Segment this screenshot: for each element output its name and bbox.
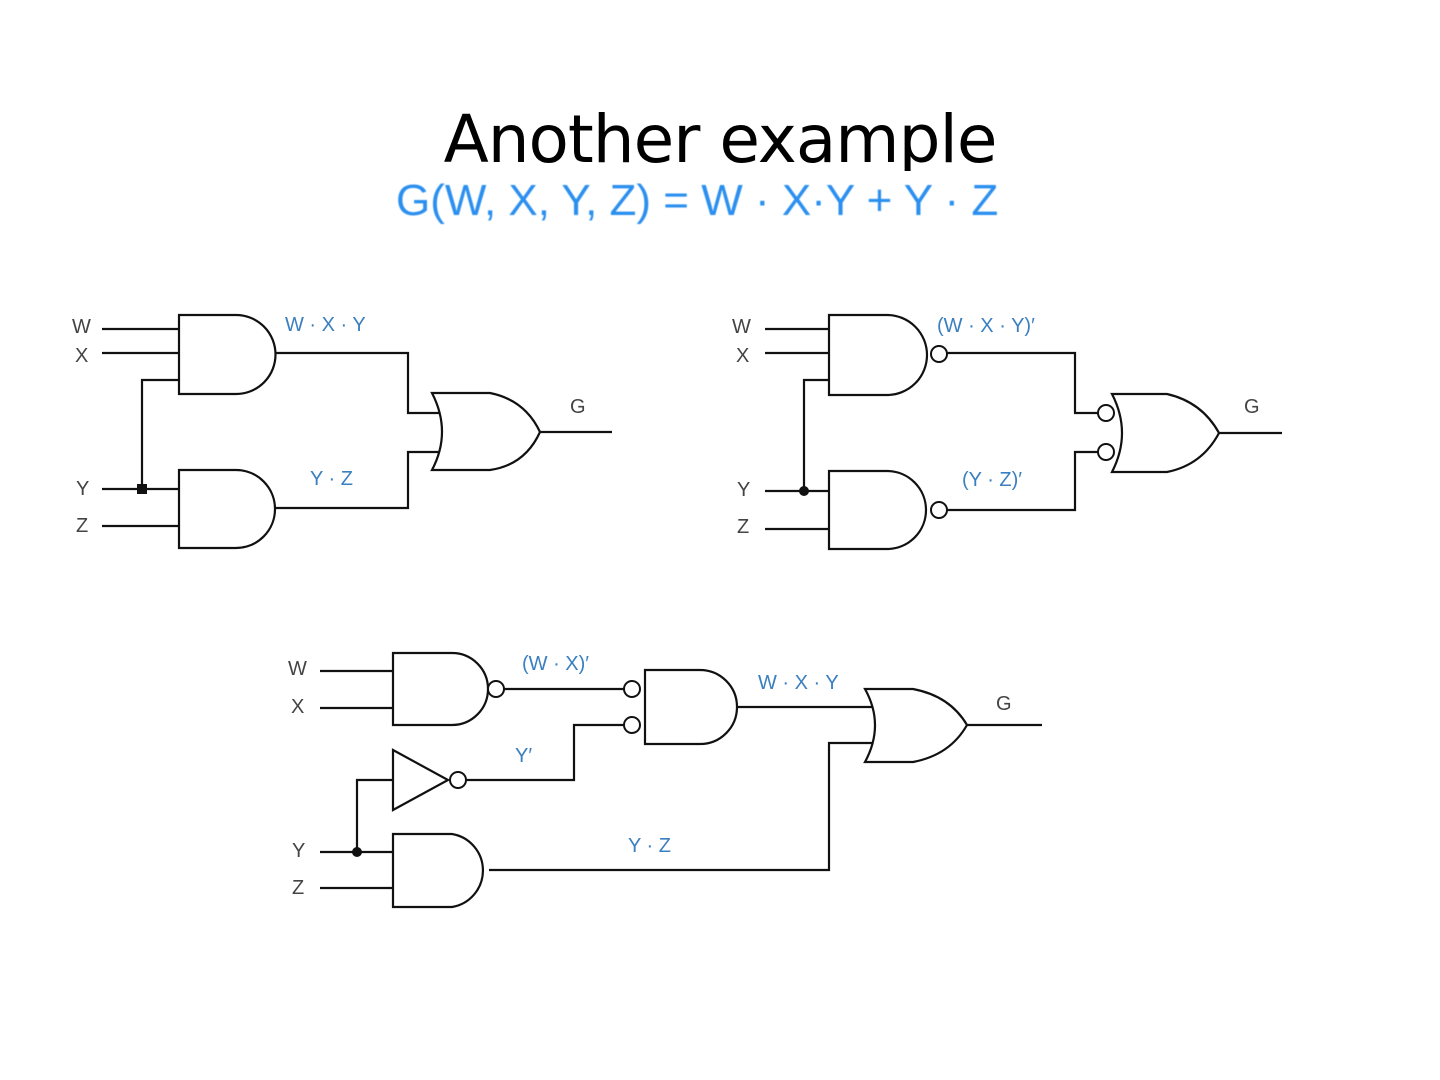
- and-gate-yz: [391, 832, 484, 909]
- wire-and-yz-out: [489, 741, 874, 872]
- input-label-y: Y: [737, 479, 750, 501]
- output-label-g: G: [570, 396, 586, 418]
- wire-y-branch: [140, 378, 179, 489]
- output-label-g: G: [996, 693, 1012, 715]
- wire-nand2-out: [947, 450, 1098, 512]
- input-label-w: W: [732, 316, 751, 338]
- and-gate-1: [177, 313, 277, 396]
- title-container: Another example: [0, 95, 1440, 172]
- wire-y-branch: [355, 778, 393, 852]
- and-gate-2: [177, 468, 277, 550]
- signal-label-wx-inv: (W · X)′: [522, 653, 589, 675]
- wire-not-out: [466, 723, 624, 782]
- input-label-z: Z: [76, 515, 88, 537]
- inversion-bubble: [1097, 443, 1115, 461]
- not-gate: [391, 748, 451, 812]
- input-label-z: Z: [292, 877, 304, 899]
- signal-label-yz-inv: (Y · Z)′: [962, 469, 1022, 491]
- input-label-y: Y: [292, 840, 305, 862]
- junction-dot: [137, 484, 147, 494]
- boolean-equation: G(W, X, Y, Z) = W · X·Y + Y · Z: [396, 176, 999, 225]
- input-label-x: X: [736, 345, 749, 367]
- or-gate: [863, 687, 969, 764]
- signal-label-wxy-inv: (W · X · Y)′: [937, 315, 1035, 337]
- input-label-x: X: [75, 345, 88, 367]
- signal-label-yz: Y · Z: [310, 468, 353, 490]
- output-label-g: G: [1244, 396, 1260, 418]
- input-label-w: W: [72, 316, 91, 338]
- wire-y-branch: [802, 378, 829, 491]
- input-label-y: Y: [76, 478, 89, 500]
- signal-label-yz: Y · Z: [628, 835, 671, 857]
- inversion-bubble: [930, 501, 948, 519]
- inversion-bubble: [449, 771, 467, 789]
- inversion-bubble: [930, 345, 948, 363]
- junction-dot: [352, 847, 362, 857]
- circuit-and-or: W X Y Z W · X · Y Y · Z G: [72, 313, 612, 550]
- inversion-bubble: [623, 716, 641, 734]
- wire-and1-out: [275, 351, 440, 415]
- signal-label-y-inv: Y′: [515, 745, 532, 767]
- inversion-bubble: [487, 680, 505, 698]
- or-gate: [1110, 392, 1221, 474]
- signal-label-wxy: W · X · Y: [758, 672, 839, 694]
- circuit-nand-nand: W X Y Z (W · X · Y)′ (Y · Z)′ G: [732, 313, 1282, 551]
- wire-nand1-out: [947, 351, 1098, 415]
- nand-gate: [391, 651, 490, 727]
- nand-gate-1: [827, 313, 929, 397]
- nand-gate-2: [827, 469, 928, 551]
- and-gate-wxy: [643, 668, 739, 746]
- inversion-bubble: [1097, 404, 1115, 422]
- wire-and2-out: [275, 450, 440, 510]
- input-label-w: W: [288, 658, 307, 680]
- slide-title: Another example: [443, 101, 998, 172]
- or-gate: [430, 391, 542, 472]
- input-label-x: X: [291, 696, 304, 718]
- input-label-z: Z: [737, 516, 749, 538]
- signal-label-wxy: W · X · Y: [285, 314, 366, 336]
- junction-dot: [799, 486, 809, 496]
- circuit-mixed: W X Y Z (W · X)′ Y′ W · X · Y Y · Z G: [288, 651, 1042, 909]
- inversion-bubble: [623, 680, 641, 698]
